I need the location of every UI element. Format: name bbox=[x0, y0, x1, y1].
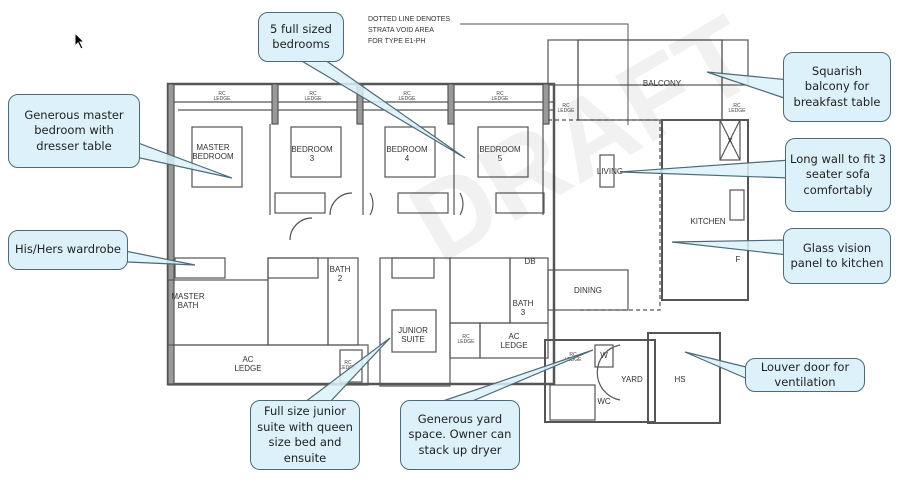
room-label: RC bbox=[218, 91, 226, 97]
callout-long-wall: Long wall to fit 3 seater sofa comfortab… bbox=[785, 138, 891, 212]
strata-void-note: DOTTED LINE DENOTES STRATA VOID AREA FOR… bbox=[368, 14, 450, 47]
room-label: AC bbox=[508, 332, 519, 341]
room-label: YARD bbox=[621, 375, 643, 384]
walls bbox=[166, 39, 749, 424]
mouse-cursor-icon bbox=[74, 32, 86, 50]
room-label: RC bbox=[403, 91, 411, 97]
room-label: KITCHEN bbox=[690, 217, 725, 226]
note-leader-line bbox=[460, 23, 629, 125]
tail-bedrooms bbox=[297, 59, 466, 159]
room-label: LEDGE bbox=[458, 339, 476, 345]
room-label: LEDGE bbox=[565, 357, 583, 363]
room-label: RC bbox=[309, 91, 317, 97]
room-label: BEDROOM bbox=[386, 145, 428, 154]
room-label: W bbox=[600, 351, 608, 360]
tail-louver bbox=[684, 351, 751, 381]
note-line: FOR TYPE E1-PH bbox=[368, 38, 426, 45]
note-line: DOTTED LINE DENOTES bbox=[368, 16, 451, 23]
note-line: STRATA VOID AREA bbox=[368, 27, 434, 34]
room-label: 3 bbox=[310, 154, 315, 163]
room-label: BEDROOM bbox=[192, 152, 234, 161]
room-label: RC bbox=[569, 352, 577, 358]
room-label: RC bbox=[496, 91, 504, 97]
room-label: LEDGE bbox=[234, 364, 261, 373]
callout-balcony: Squarish balcony for breakfast table bbox=[783, 52, 891, 122]
room-label: LEDGE bbox=[558, 108, 576, 114]
callout-wardrobe: His/Hers wardrobe bbox=[8, 230, 128, 270]
room-label: HS bbox=[674, 375, 685, 384]
room-label: MASTER bbox=[196, 143, 230, 152]
callout-master-bedroom: Generous master bedroom with dresser tab… bbox=[8, 94, 140, 168]
callout-yard: Generous yard space. Owner can stack up … bbox=[400, 400, 520, 470]
room-label: F bbox=[736, 255, 741, 264]
room-label: BATH bbox=[178, 301, 199, 310]
room-label: LEDGE bbox=[492, 96, 510, 102]
room-label: DB bbox=[524, 257, 535, 266]
room-label: RC bbox=[562, 103, 570, 109]
room-label: BATH bbox=[330, 265, 351, 274]
callout-bedrooms: 5 full sized bedrooms bbox=[258, 12, 344, 62]
room-label: LEDGE bbox=[729, 108, 747, 114]
room-label: RC bbox=[344, 360, 352, 366]
room-label: 3 bbox=[521, 308, 526, 317]
callout-glass-panel: Glass vision panel to kitchen bbox=[783, 228, 891, 284]
room-label: RC bbox=[733, 103, 741, 109]
room-label: WC bbox=[597, 397, 611, 406]
room-label: 4 bbox=[405, 154, 410, 163]
room-label: LEDGE bbox=[399, 96, 417, 102]
room-label: JUNIOR bbox=[398, 326, 428, 335]
room-label: BEDROOM bbox=[291, 145, 333, 154]
callout-tails bbox=[118, 59, 791, 403]
room-label: DINING bbox=[574, 286, 602, 295]
room-label: LIVING bbox=[597, 167, 623, 176]
room-label: RC bbox=[462, 334, 470, 340]
room-label: 2 bbox=[338, 274, 343, 283]
room-label: BEDROOM bbox=[479, 145, 521, 154]
room-label: MASTER bbox=[171, 292, 205, 301]
room-label: BALCONY bbox=[643, 79, 682, 88]
room-label: LEDGE bbox=[340, 365, 358, 371]
callout-louver-door: Louver door for ventilation bbox=[745, 358, 865, 392]
room-label: 5 bbox=[498, 154, 503, 163]
room-label: X bbox=[727, 137, 733, 146]
room-label: LEDGE bbox=[500, 341, 527, 350]
tail-glass bbox=[671, 239, 789, 256]
room-label: LEDGE bbox=[214, 96, 232, 102]
callout-junior-suite: Full size junior suite with queen size b… bbox=[250, 400, 360, 470]
room-label: SUITE bbox=[401, 335, 425, 344]
room-label: AC bbox=[242, 355, 253, 364]
tail-junior bbox=[303, 337, 391, 403]
room-label: LEDGE bbox=[305, 96, 323, 102]
room-label: BATH bbox=[513, 299, 534, 308]
